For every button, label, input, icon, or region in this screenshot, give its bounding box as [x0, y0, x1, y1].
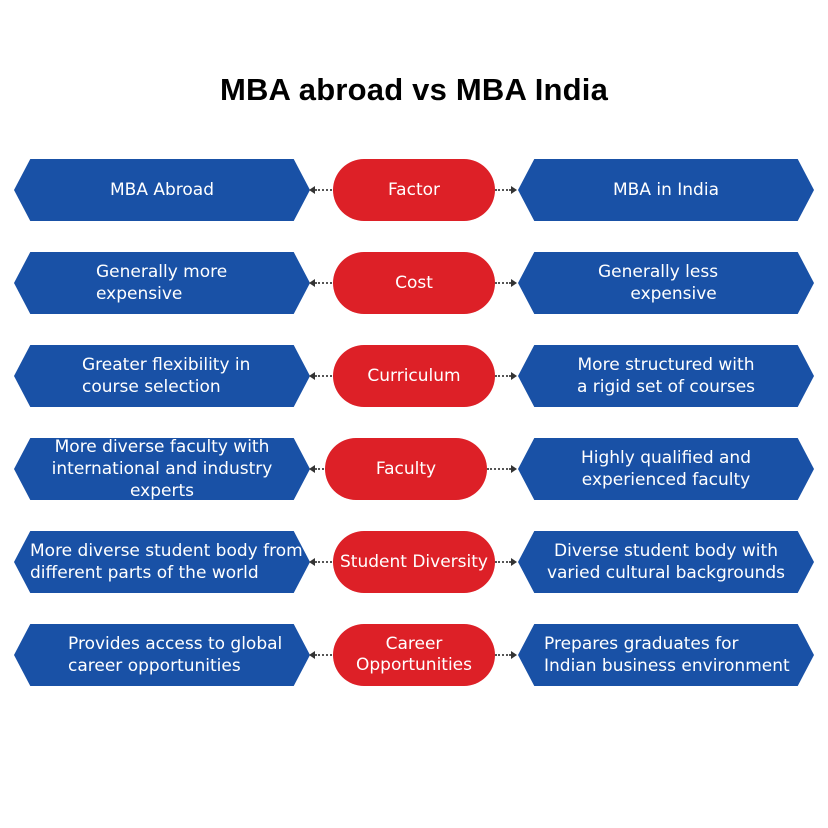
connector-arrow-left: [309, 651, 315, 659]
career-india-text: Prepares graduates for Indian business e…: [544, 634, 790, 676]
factor-header-label: Factor: [387, 179, 441, 200]
page-title: MBA abroad vs MBA India: [219, 72, 609, 107]
comparison-row-curriculum: Greater flexibility in course selection …: [0, 345, 828, 407]
comparison-row-header: MBA Abroad Factor MBA in India: [0, 159, 828, 221]
connector-line-right: [495, 654, 511, 658]
cost-abroad-hexagon: Generally more expensive: [14, 252, 310, 314]
mba-abroad-header-label: MBA Abroad: [109, 180, 214, 200]
curriculum-abroad-hexagon: Greater flexibility in course selection: [14, 345, 310, 407]
faculty-india-hexagon: Highly qualified and experienced faculty: [518, 438, 814, 500]
connector-arrow-right: [511, 279, 517, 287]
mba-india-header-hexagon: MBA in India: [518, 159, 814, 221]
factor-cost-pill: Cost: [333, 252, 495, 314]
connector-arrow-left: [309, 279, 315, 287]
factor-faculty-pill: Faculty: [325, 438, 487, 500]
comparison-row-career-opportunities: Provides access to global career opportu…: [0, 624, 828, 686]
curriculum-india-text: More structured with a rigid set of cour…: [576, 355, 756, 397]
connector-line-right: [495, 561, 511, 565]
faculty-india-text: Highly qualified and experienced faculty: [580, 448, 752, 490]
curriculum-india-hexagon: More structured with a rigid set of cour…: [518, 345, 814, 407]
factor-student-diversity-label: Student Diversity: [340, 551, 488, 572]
diversity-india-text: Diverse student body with varied cultura…: [546, 541, 786, 583]
factor-career-opportunities-pill: Career Opportunities: [333, 624, 495, 686]
factor-curriculum-label: Curriculum: [367, 365, 461, 386]
factor-student-diversity-pill: Student Diversity: [333, 531, 495, 593]
connector-arrow-left: [309, 372, 315, 380]
cost-india-text: Generally less expensive: [598, 262, 719, 304]
career-abroad-text: Provides access to global career opportu…: [68, 634, 283, 676]
diversity-abroad-hexagon: More diverse student body from different…: [14, 531, 310, 593]
connector-line-right: [495, 282, 511, 286]
connector-line-left: [315, 282, 335, 286]
mba-abroad-header-hexagon: MBA Abroad: [14, 159, 310, 221]
cost-abroad-text: Generally more expensive: [96, 262, 228, 304]
connector-line-left: [315, 561, 335, 565]
connector-arrow-right: [511, 186, 517, 194]
factor-cost-label: Cost: [395, 272, 433, 293]
comparison-row-cost: Generally more expensive Cost Generally …: [0, 252, 828, 314]
cost-india-hexagon: Generally less expensive: [518, 252, 814, 314]
faculty-abroad-hexagon: More diverse faculty with international …: [14, 438, 310, 500]
comparison-row-student-diversity: More diverse student body from different…: [0, 531, 828, 593]
connector-line-left: [315, 468, 327, 472]
connector-line-left: [315, 189, 335, 193]
connector-arrow-right: [511, 372, 517, 380]
connector-arrow-right: [511, 558, 517, 566]
connector-arrow-right: [511, 651, 517, 659]
career-abroad-hexagon: Provides access to global career opportu…: [14, 624, 310, 686]
factor-curriculum-pill: Curriculum: [333, 345, 495, 407]
connector-arrow-left: [309, 465, 315, 473]
connector-line-right: [487, 468, 511, 472]
factor-career-opportunities-label: Career Opportunities: [356, 634, 472, 675]
factor-faculty-label: Faculty: [375, 458, 437, 479]
connector-arrow-left: [309, 186, 315, 194]
diversity-india-hexagon: Diverse student body with varied cultura…: [518, 531, 814, 593]
connector-line-right: [495, 375, 511, 379]
comparison-row-faculty: More diverse faculty with international …: [0, 438, 828, 500]
curriculum-abroad-text: Greater flexibility in course selection: [82, 355, 251, 397]
faculty-abroad-text: More diverse faculty with international …: [51, 437, 273, 501]
mba-india-header-label: MBA in India: [613, 180, 719, 200]
diversity-abroad-text: More diverse student body from different…: [30, 541, 303, 583]
connector-arrow-left: [309, 558, 315, 566]
connector-line-left: [315, 375, 335, 379]
career-india-hexagon: Prepares graduates for Indian business e…: [518, 624, 814, 686]
factor-header-pill: Factor: [333, 159, 495, 221]
connector-arrow-right: [511, 465, 517, 473]
connector-line-right: [495, 189, 511, 193]
connector-line-left: [315, 654, 335, 658]
